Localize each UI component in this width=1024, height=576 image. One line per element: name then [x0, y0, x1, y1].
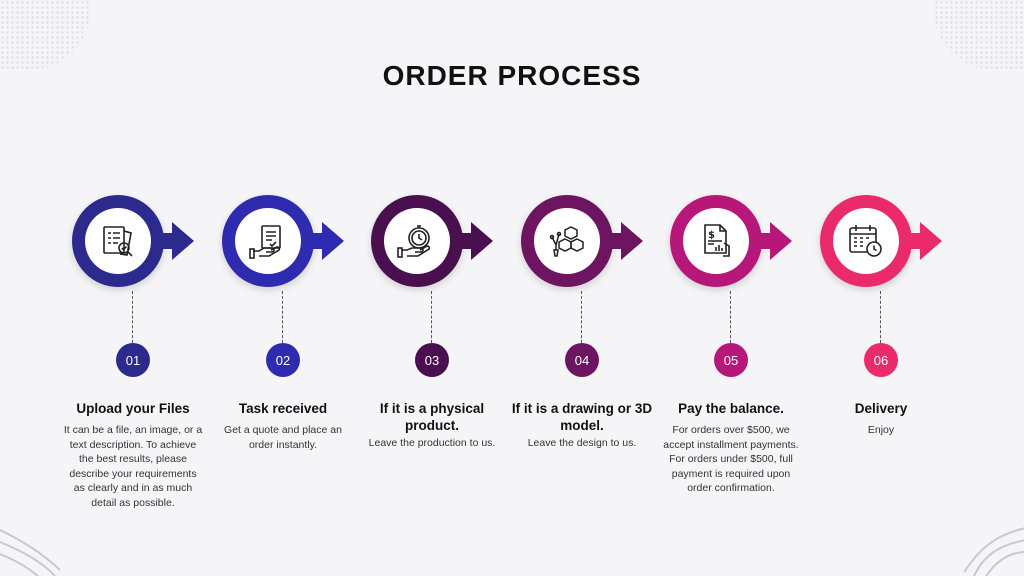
arrow-right-icon	[756, 222, 792, 260]
step-heading: Task received	[238, 401, 328, 416]
step-number-badge: 06	[864, 343, 898, 377]
hand-stopwatch-icon	[397, 225, 431, 258]
connector-dashed-line	[730, 291, 731, 343]
svg-text:$: $	[708, 230, 715, 241]
step-heading: Delivery	[854, 401, 908, 416]
step-ring	[521, 195, 613, 287]
arrow-right-icon	[308, 222, 344, 260]
step-heading: Upload your Files	[76, 401, 190, 416]
step-heading: If it is a drawing or 3D model.	[511, 401, 653, 433]
step-number-badge: 02	[266, 343, 300, 377]
connector-dashed-line	[581, 291, 582, 343]
arrow-right-icon	[607, 222, 643, 260]
invoice-hand-icon: $	[704, 224, 730, 257]
cubes-design-icon	[549, 226, 584, 257]
step-heading: If it is a physical product.	[379, 401, 485, 433]
connector-dashed-line	[282, 291, 283, 343]
decorative-squiggle-bottom-right	[964, 527, 1024, 576]
step-ring	[222, 195, 314, 287]
step-ring	[72, 195, 164, 287]
step-description: It can be a file, an image, or a text de…	[63, 424, 203, 509]
arrow-right-icon	[457, 222, 493, 260]
step-description: Leave the design to us.	[527, 437, 637, 449]
arrow-right-icon	[158, 222, 194, 260]
step-number-badge: 03	[415, 343, 449, 377]
step-ring	[371, 195, 463, 287]
step-description: Leave the production to us.	[368, 437, 496, 449]
documents-checklist-icon	[103, 226, 133, 257]
arrow-right-icon	[906, 222, 942, 260]
step-number-badge: 05	[714, 343, 748, 377]
hand-document-icon	[249, 225, 281, 259]
step-description: For orders over $500, we accept installm…	[663, 424, 799, 494]
connector-dashed-line	[880, 291, 881, 343]
page-title: ORDER PROCESS	[382, 60, 642, 91]
calendar-clock-icon	[849, 225, 882, 257]
connector-dashed-line	[132, 291, 133, 343]
step-ring: $	[670, 195, 762, 287]
step-description: Enjoy	[867, 424, 895, 436]
step-ring	[820, 195, 912, 287]
step-description: Get a quote and place an order instantly…	[224, 424, 342, 451]
step-number-badge: 01	[116, 343, 150, 377]
step-number-badge: 04	[565, 343, 599, 377]
step-heading: Pay the balance.	[678, 401, 784, 416]
connector-dashed-line	[431, 291, 432, 343]
decorative-squiggle-bottom-left	[0, 529, 60, 576]
